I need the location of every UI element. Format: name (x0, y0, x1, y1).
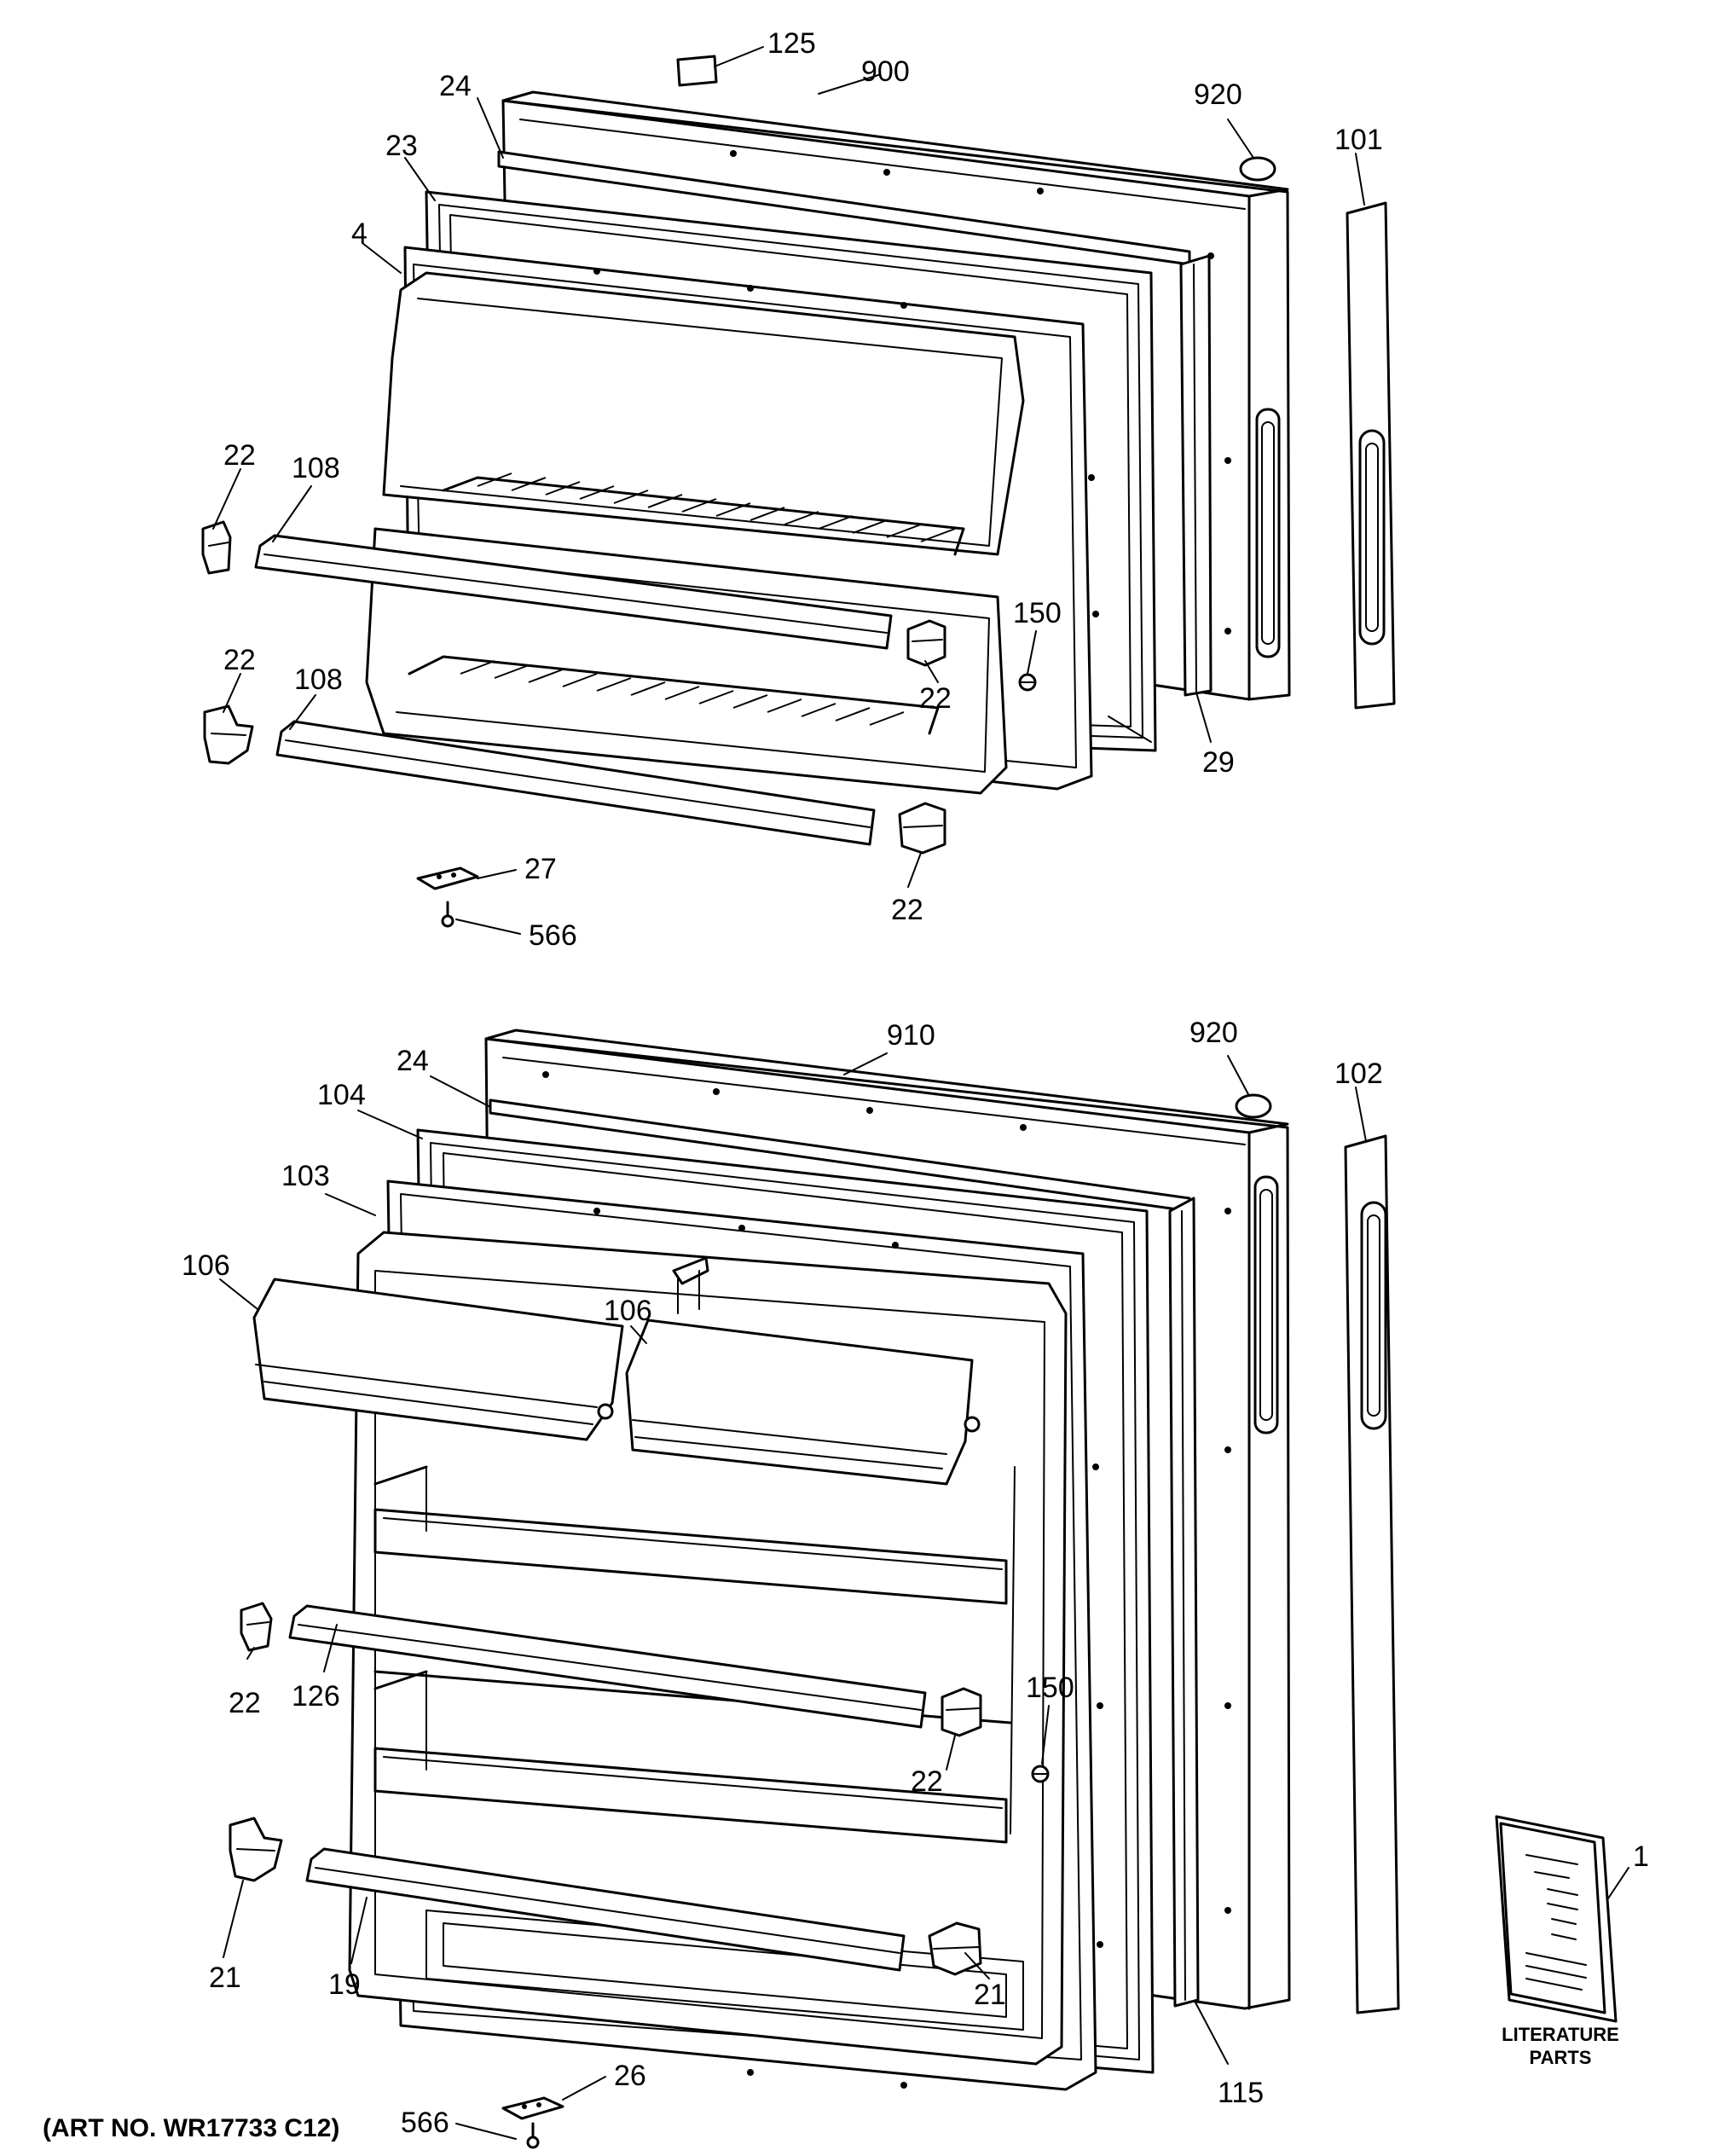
part-19-shelf-bar (305, 1847, 906, 1972)
callout-4: 4 (351, 217, 368, 250)
booklet-text-lines (1525, 1854, 1587, 1991)
callout-1: 1 (1633, 1840, 1649, 1873)
callout-108-lower: 108 (294, 664, 343, 696)
part-22-bracket-e (240, 1602, 273, 1652)
shelf-right-rail (1010, 1466, 1016, 1834)
freezer-upper-bin (382, 271, 1025, 556)
callout-24-upper: 24 (439, 70, 472, 102)
callout-150-lower: 150 (1026, 1672, 1074, 1704)
part-106-dairy-bin-left (252, 1278, 624, 1441)
callout-150-upper: 150 (1013, 597, 1062, 629)
part-26-hinge-plate (501, 2096, 564, 2120)
callout-26: 26 (614, 2060, 646, 2092)
callout-27: 27 (524, 853, 557, 885)
part-106-dairy-bin-right (625, 1319, 981, 1486)
callout-126: 126 (292, 1680, 340, 1713)
callout-106-right: 106 (604, 1295, 652, 1327)
part-125-label-tag (676, 55, 718, 87)
callout-22-f: 22 (911, 1765, 943, 1798)
callout-920-lower: 920 (1189, 1017, 1238, 1049)
literature-label-line1: LITERATURE (1502, 2024, 1619, 2045)
callout-19: 19 (328, 1968, 361, 2001)
part-22-bracket-c (906, 619, 946, 667)
freezer-door-assembly: 125 900 24 920 101 23 4 22 108 150 22 22… (201, 27, 1396, 952)
callout-108-upper: 108 (292, 452, 340, 484)
part-920-plug (1239, 156, 1276, 182)
part-21-bracket-right (928, 1921, 982, 1976)
callout-900: 900 (861, 55, 910, 88)
callout-22-e: 22 (229, 1687, 261, 1719)
callout-566-lower: 566 (401, 2107, 449, 2139)
callout-125: 125 (767, 27, 816, 60)
callout-29: 29 (1202, 746, 1235, 779)
part-102-handle (1344, 1134, 1400, 2014)
part-566-screw-upper (441, 901, 454, 928)
callout-22-b: 22 (223, 644, 256, 676)
callout-22-a: 22 (223, 439, 256, 472)
art-number: (ART NO. WR17733 C12) (43, 2114, 339, 2142)
part-101-handle (1346, 201, 1396, 710)
callout-103: 103 (281, 1160, 330, 1192)
callout-566-upper: 566 (529, 919, 577, 952)
part-126-shelf-bar (288, 1604, 927, 1729)
part-115-side-strip (1168, 1197, 1200, 2008)
callout-910: 910 (887, 1019, 935, 1052)
callout-104: 104 (317, 1079, 366, 1111)
part-150-screw-lower (1031, 1765, 1050, 1783)
callout-22-c: 22 (919, 682, 952, 715)
part-150-screw-upper (1018, 673, 1037, 692)
literature-label-line2: PARTS (1530, 2047, 1592, 2068)
fresh-food-door-assembly: 910 920 102 24 104 103 106 106 22 126 15… (182, 1017, 1629, 2149)
callout-115: 115 (1218, 2077, 1264, 2109)
callout-24-lower: 24 (396, 1045, 429, 1077)
part-22-bracket-a (201, 520, 232, 575)
part-920-plug-lower (1235, 1093, 1272, 1119)
part-22-bracket-b (203, 704, 254, 765)
leader-lines-lower (219, 1052, 1629, 2140)
part-21-bracket-left (229, 1817, 283, 1882)
part-27-hinge-plate (416, 866, 479, 890)
callout-102: 102 (1334, 1058, 1383, 1090)
callout-920-upper: 920 (1194, 78, 1242, 111)
part-1-literature-booklet: 1 LITERATURE PARTS (1495, 1815, 1649, 2068)
callout-22-d: 22 (891, 894, 923, 926)
callout-21-left: 21 (209, 1962, 241, 1994)
callout-21-right: 21 (974, 1979, 1006, 2011)
part-29-side-strip (1179, 254, 1213, 697)
part-108-shelf-bar-upper (254, 534, 893, 650)
door-shelf-lower (373, 1670, 1008, 1844)
part-22-bracket-f (941, 1687, 982, 1737)
part-108-shelf-bar-lower (275, 720, 876, 846)
leader-lines-upper (212, 46, 1365, 935)
callout-23: 23 (385, 130, 418, 162)
callout-106-left: 106 (182, 1249, 230, 1282)
callout-101: 101 (1334, 124, 1383, 156)
center-divider (672, 1256, 709, 1314)
part-566-screw-lower (526, 2122, 540, 2149)
part-22-bracket-d (898, 802, 946, 855)
